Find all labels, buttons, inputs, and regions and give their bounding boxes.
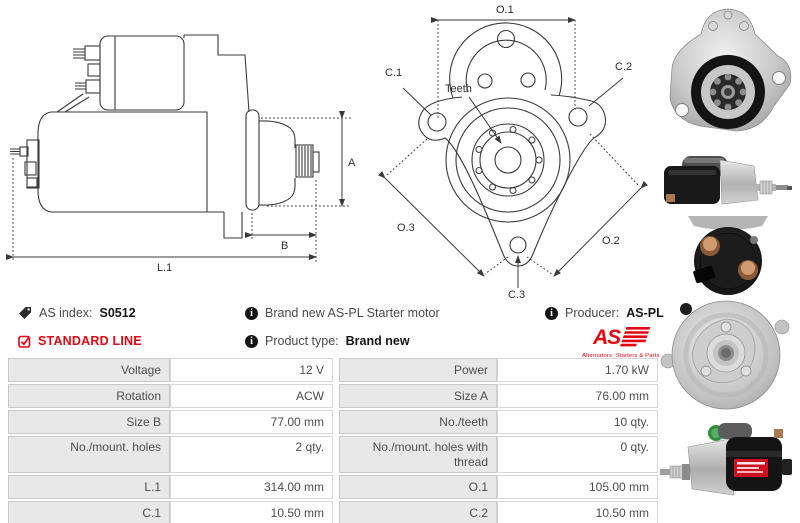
spec-label: Voltage (8, 358, 170, 382)
dim-label-a: A (348, 157, 356, 169)
spec-label: No./teeth (339, 410, 497, 434)
as-pl-logo-icon: AS (592, 326, 651, 349)
info-icon: i (545, 306, 558, 320)
producer-label: Producer: (565, 306, 620, 320)
spec-label: Power (339, 358, 497, 382)
producer-value: AS-PL (626, 306, 664, 320)
product-photo-front-flange[interactable] (658, 4, 798, 148)
spec-label: Size B (8, 410, 170, 434)
spec-value: 10.50 mm (170, 501, 333, 523)
tag-icon (19, 307, 31, 319)
spec-value: 10 qty. (497, 410, 658, 434)
spec-value: 314.00 mm (170, 475, 333, 499)
as-index-label: AS index: (39, 306, 93, 320)
checkbox-check-icon (18, 335, 31, 348)
spec-value: 2 qty. (170, 436, 333, 473)
spec-label: No./mount. holes (8, 436, 170, 473)
dim-label-o1: O.1 (496, 4, 514, 16)
spec-label: Size A (339, 384, 497, 408)
spec-table: Voltage 12 V Power 1.70 kW Rotation ACW … (8, 358, 658, 523)
product-type-label: Product type: (265, 334, 339, 348)
standard-line-row: STANDARD LINE (18, 334, 142, 348)
spec-label: L.1 (8, 475, 170, 499)
brand-new-text: Brand new AS-PL Starter motor (265, 306, 440, 320)
spec-value: 1.70 kW (497, 358, 658, 382)
dim-label-o3: O.3 (397, 222, 415, 234)
dim-label-c2: C.2 (615, 61, 632, 73)
teeth-label: Teeth (445, 83, 472, 95)
dim-label-b: B (281, 240, 288, 252)
as-index-value: S0512 (99, 306, 136, 320)
as-pl-logo-tagline: Alternators, Starters & Parts (582, 353, 660, 359)
svg-text:AS: AS (592, 326, 621, 347)
as-index-row: AS index: S0512 (18, 306, 136, 320)
spec-label: O.1 (339, 475, 497, 499)
product-type-value: Brand new (345, 334, 410, 348)
dim-label-c3: C.3 (508, 289, 525, 301)
product-type-row: i Product type: Brand new (245, 334, 410, 348)
product-photo-side-left[interactable] (658, 417, 798, 517)
spec-value: 76.00 mm (497, 384, 658, 408)
spec-value: 10.50 mm (497, 501, 658, 523)
spec-value: 77.00 mm (170, 410, 333, 434)
producer-row: i Producer: AS-PL (545, 306, 664, 320)
product-photo-side-right[interactable] (658, 150, 798, 214)
spec-value: 105.00 mm (497, 475, 658, 499)
product-photo-solenoid-end[interactable] (658, 216, 798, 296)
technical-drawing-side-view[interactable]: A B L.1 (5, 8, 360, 298)
spec-value: ACW (170, 384, 333, 408)
dim-label-c1: C.1 (385, 67, 402, 79)
spec-label: C.2 (339, 501, 497, 523)
spec-label: Rotation (8, 384, 170, 408)
spec-value: 0 qty. (497, 436, 658, 473)
brand-new-row: i Brand new AS-PL Starter motor (245, 306, 440, 320)
standard-line-label: STANDARD LINE (38, 334, 142, 348)
technical-drawing-front-view[interactable]: O.1 C.1 C.2 Teeth O.3 O.2 C.3 (365, 0, 660, 305)
spec-value: 12 V (170, 358, 333, 382)
spec-label: No./mount. holes with thread (339, 436, 497, 473)
info-icon: i (245, 306, 258, 320)
info-icon: i (245, 334, 258, 348)
spec-label: C.1 (8, 501, 170, 523)
product-photo-rear-cap[interactable] (658, 297, 798, 414)
as-pl-logo: AS Alternators, Starters & Parts (582, 325, 660, 359)
dim-label-l1: L.1 (157, 262, 172, 274)
dim-label-o2: O.2 (602, 235, 620, 247)
